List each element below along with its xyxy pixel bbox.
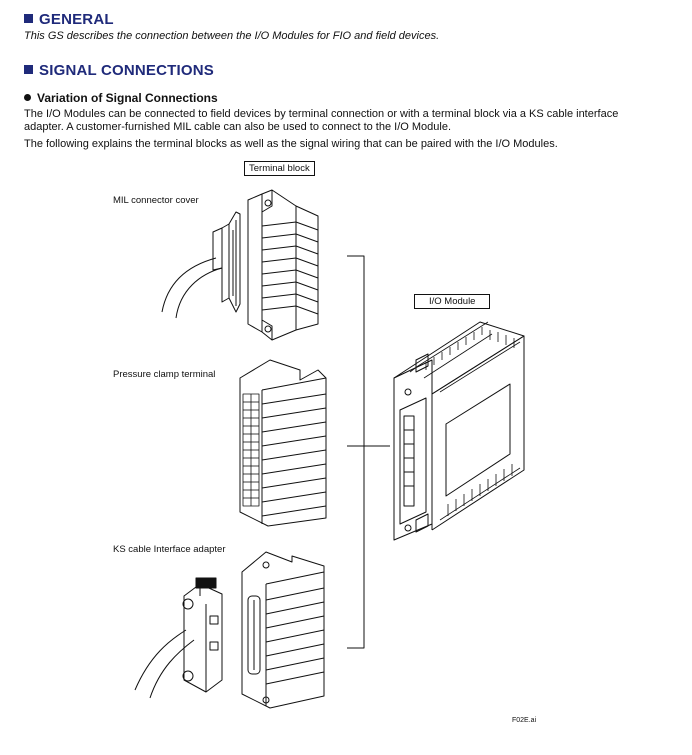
heading-square-icon xyxy=(24,65,33,74)
io-module-label: I/O Module xyxy=(414,294,491,309)
io-module-drawing xyxy=(393,321,525,541)
general-heading: GENERAL xyxy=(24,11,114,28)
ks-adapter-drawing xyxy=(134,551,325,709)
terminal-block-label: Terminal block xyxy=(244,161,315,176)
signal-title: SIGNAL CONNECTIONS xyxy=(39,62,215,79)
pressure-clamp-label: Pressure clamp terminal xyxy=(113,369,216,380)
bullet-icon xyxy=(24,94,31,101)
paragraph-2: The following explains the terminal bloc… xyxy=(24,138,558,150)
mil-connector-cover-drawing xyxy=(161,211,241,319)
signal-heading: SIGNAL CONNECTIONS xyxy=(24,62,214,79)
terminal-block-top-drawing xyxy=(247,189,319,341)
mil-cover-label: MIL connector cover xyxy=(113,195,199,206)
figure-filename: F02E.ai xyxy=(512,717,537,724)
ks-adapter-label: KS cable Interface adapter xyxy=(113,544,226,555)
paragraph-1: The I/O Modules can be connected to fiel… xyxy=(24,108,619,133)
variation-subheading: Variation of Signal Connections xyxy=(24,91,218,105)
pressure-clamp-drawing xyxy=(239,359,327,527)
heading-square-icon xyxy=(24,14,33,23)
general-title: GENERAL xyxy=(39,11,114,28)
subheading-text: Variation of Signal Connections xyxy=(37,91,218,105)
connection-bracket xyxy=(347,255,390,649)
general-description: This GS describes the connection between… xyxy=(24,30,440,42)
